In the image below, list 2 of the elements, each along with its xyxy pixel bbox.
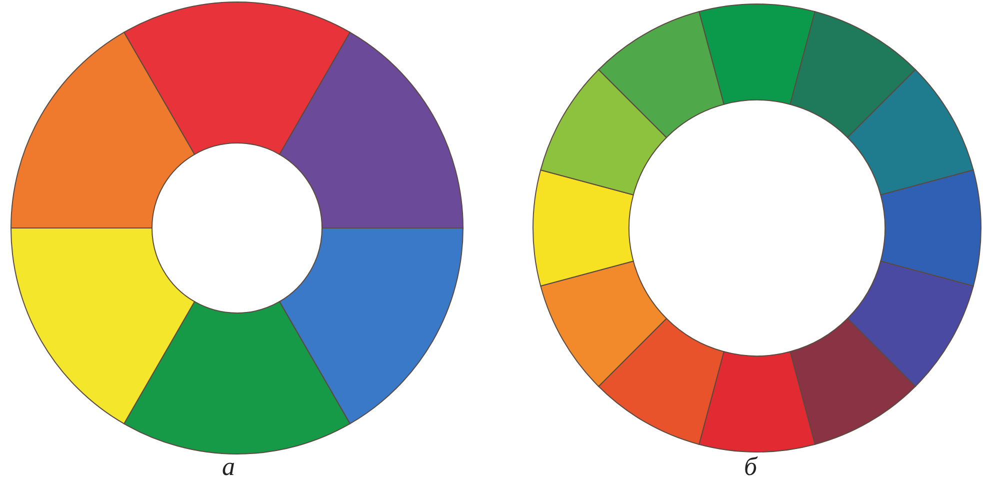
- figure-label: а: [222, 452, 235, 482]
- figure-label: б: [744, 452, 758, 482]
